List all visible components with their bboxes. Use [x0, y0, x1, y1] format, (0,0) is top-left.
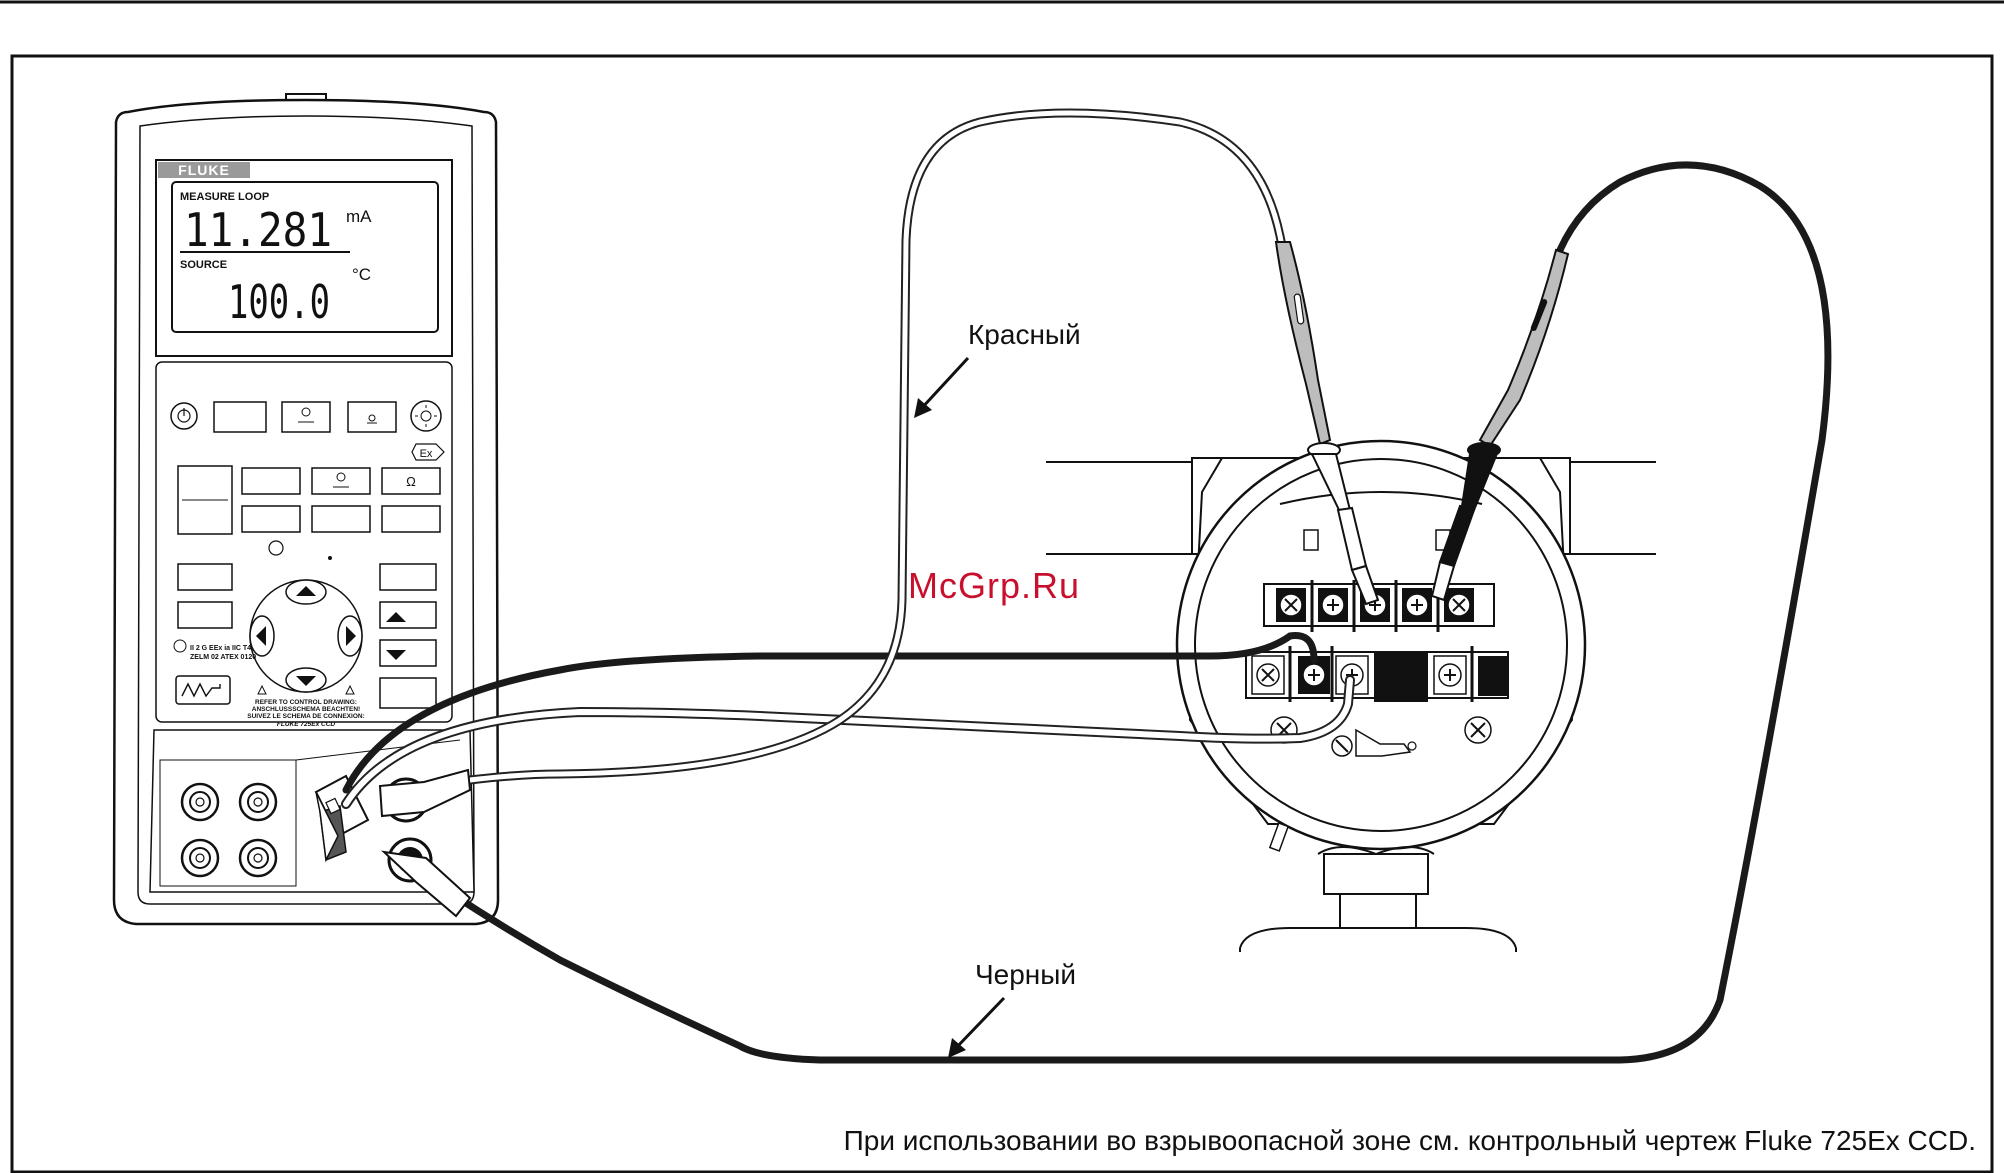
key	[242, 468, 300, 494]
cert-line-2: ZELM 02 ATEX 0120	[190, 654, 256, 661]
key	[178, 564, 232, 590]
terminal-screw-icon	[1434, 656, 1466, 694]
source-unit: °C	[352, 265, 371, 284]
red-lead-callout: Красный	[914, 319, 1081, 418]
jack-icon	[182, 840, 218, 876]
source-value: 100.0	[228, 275, 330, 329]
red-lead-label: Красный	[968, 319, 1081, 350]
black-test-lead	[384, 165, 1828, 1060]
key	[312, 506, 370, 532]
black-lead-callout: Черный	[948, 959, 1076, 1058]
terminal-screw-icon	[1276, 588, 1306, 622]
ex-mark: Ex	[420, 448, 433, 460]
key	[380, 602, 436, 628]
ex-mark-icon: Ex	[412, 444, 444, 460]
key	[178, 602, 232, 628]
source-label: SOURCE	[180, 259, 227, 271]
key	[380, 564, 436, 590]
key	[348, 402, 396, 432]
watermark: McGrp.Ru	[908, 565, 1080, 606]
warning-line-1: REFER TO CONTROL DRAWING:	[255, 699, 357, 706]
measure-value: 11.281	[184, 203, 332, 257]
key	[242, 506, 300, 532]
ohm-label: Ω	[406, 474, 416, 489]
terminal-screw-icon	[1318, 588, 1348, 622]
warning-line-4: FLUKE 725Ex CCD	[277, 721, 335, 728]
jack-icon	[240, 784, 276, 820]
terminal-screw-icon	[1465, 717, 1491, 743]
terminal-screw-icon	[1332, 736, 1352, 756]
terminal-screw-icon	[1444, 588, 1474, 622]
measure-loop-label: MEASURE LOOP	[180, 191, 269, 203]
terminal-screw-icon	[1252, 656, 1284, 694]
warning-line-3: SUIVEZ LE SCHEMA DE CONNEXION:	[247, 713, 365, 720]
key	[380, 678, 436, 708]
brand-logo: FLUKE	[178, 162, 230, 178]
jack-icon	[182, 784, 218, 820]
jack-icon	[240, 840, 276, 876]
warning-line-2: ANSCHLUSSSCHEMA BEACHTEN!	[252, 706, 360, 713]
key	[214, 402, 266, 432]
key	[282, 402, 330, 432]
measure-unit: mA	[346, 207, 372, 226]
black-probe-icon	[1480, 250, 1568, 446]
red-probe-icon	[1276, 242, 1330, 444]
terminal-screw-icon	[1402, 588, 1432, 622]
cert-line-1: II 2 G EEx ia IIC T4	[190, 645, 251, 652]
key	[382, 506, 440, 532]
key	[380, 640, 436, 666]
footer-note: При использовании во взрывоопасной зоне …	[844, 1125, 1976, 1156]
black-lead-label: Черный	[975, 959, 1076, 990]
